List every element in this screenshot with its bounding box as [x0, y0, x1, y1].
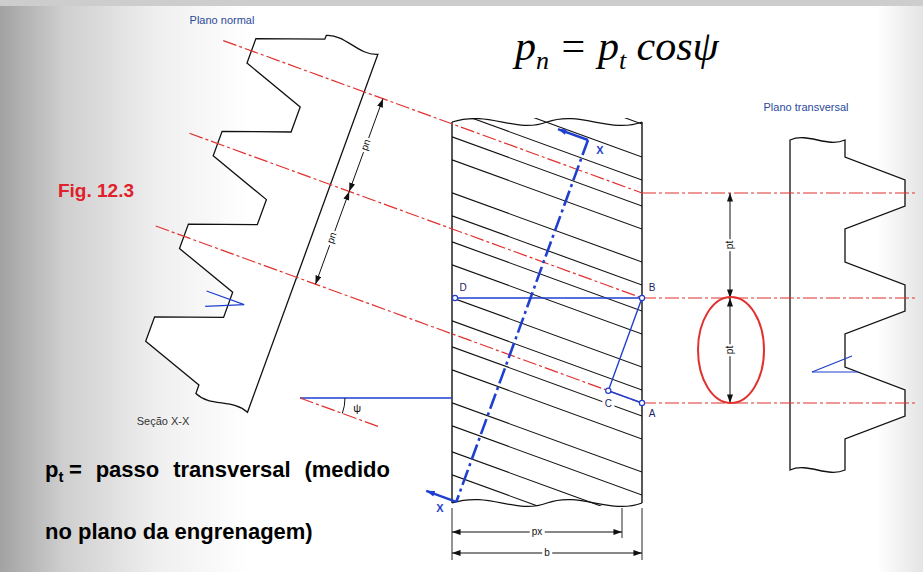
definition-note: pt= passo transversal (medido no plano d…: [45, 442, 390, 559]
dimension-label: px: [530, 527, 545, 537]
face-break-bottom: [452, 500, 642, 507]
pressure-angle-mark: [812, 371, 858, 372]
section-label: Seção X-X: [137, 416, 190, 427]
helix-line: [452, 452, 642, 506]
formula: pn=ptcosψ: [515, 20, 719, 78]
pitch-centerline: [156, 226, 642, 403]
pitch-centerline: [189, 133, 642, 298]
extension-line: [452, 508, 453, 560]
formula-symbol: p: [515, 23, 536, 69]
pressure-angle-mark: [207, 291, 245, 305]
note-symbol: p: [45, 457, 58, 482]
plane-label: Plano transversal: [764, 102, 849, 113]
pressure-angle-mark: [812, 356, 852, 372]
dimension-line: [349, 99, 383, 192]
dimension-label: pt: [725, 344, 735, 356]
note-subscript: t: [58, 468, 63, 485]
construction-line: [455, 297, 642, 298]
formula-operator: =: [562, 23, 586, 69]
cutting-plane-arrow: [426, 491, 456, 502]
helix-line: [452, 370, 642, 439]
dimension-label: pn: [359, 136, 374, 154]
helix-lines: [452, 118, 642, 506]
helix-line: [452, 265, 642, 334]
section-mark: X: [594, 145, 605, 156]
extension-line: [642, 508, 643, 560]
face-break-top: [452, 119, 642, 126]
cutting-plane-arrow: [558, 129, 588, 140]
point-label: C: [603, 399, 614, 409]
face-edge-right: [641, 122, 642, 503]
figure-number: Fig. 12.3: [58, 181, 134, 200]
angle-arc: [342, 398, 345, 413]
gear-face-fill: [452, 119, 642, 507]
construction-point: [606, 388, 611, 393]
point-label: B: [647, 283, 658, 293]
dimension-label: pn: [325, 229, 340, 247]
point-label: D: [457, 283, 468, 293]
highlight-ellipse: [698, 297, 764, 403]
dimension-label: pt: [725, 239, 735, 251]
helix-line: [452, 475, 642, 506]
helix-line: [452, 118, 642, 157]
cutting-plane-line: [456, 140, 588, 502]
top-band: [0, 0, 923, 6]
dimension-line: [315, 191, 349, 284]
formula-subscript: t: [619, 46, 626, 75]
plane-label: Plano normal: [190, 15, 255, 26]
construction-point: [639, 400, 644, 405]
helix-line: [452, 137, 642, 206]
helix-line: [452, 160, 642, 229]
note-text: = passo transversal (medido no plano da …: [45, 457, 390, 544]
angle-reference-line: [300, 397, 452, 398]
pressure-angle-mark: [205, 305, 244, 307]
pitch-centerline: [642, 402, 915, 403]
formula-symbol: p: [598, 23, 619, 69]
pitch-centerline: [642, 192, 915, 193]
helix-line: [452, 298, 642, 367]
helix-line: [452, 426, 642, 495]
extension-line: [622, 508, 623, 538]
helix-line: [452, 347, 642, 416]
transverse-profile: [790, 138, 905, 473]
construction-point: [452, 295, 457, 300]
normal-section: [146, 35, 378, 412]
pitch-centerline: [642, 297, 915, 298]
dimension-label: b: [542, 548, 552, 558]
angle-label: ψ: [351, 403, 363, 414]
face-edge-left: [451, 122, 452, 503]
helix-line: [452, 403, 642, 472]
point-label: A: [647, 409, 658, 419]
section-mark: X: [434, 503, 445, 514]
formula-term: cosψ: [637, 23, 719, 69]
formula-subscript: n: [536, 46, 549, 75]
construction-point: [639, 295, 644, 300]
construction-line: [608, 298, 642, 403]
angle-leg: [300, 398, 380, 427]
helix-line: [452, 321, 642, 390]
